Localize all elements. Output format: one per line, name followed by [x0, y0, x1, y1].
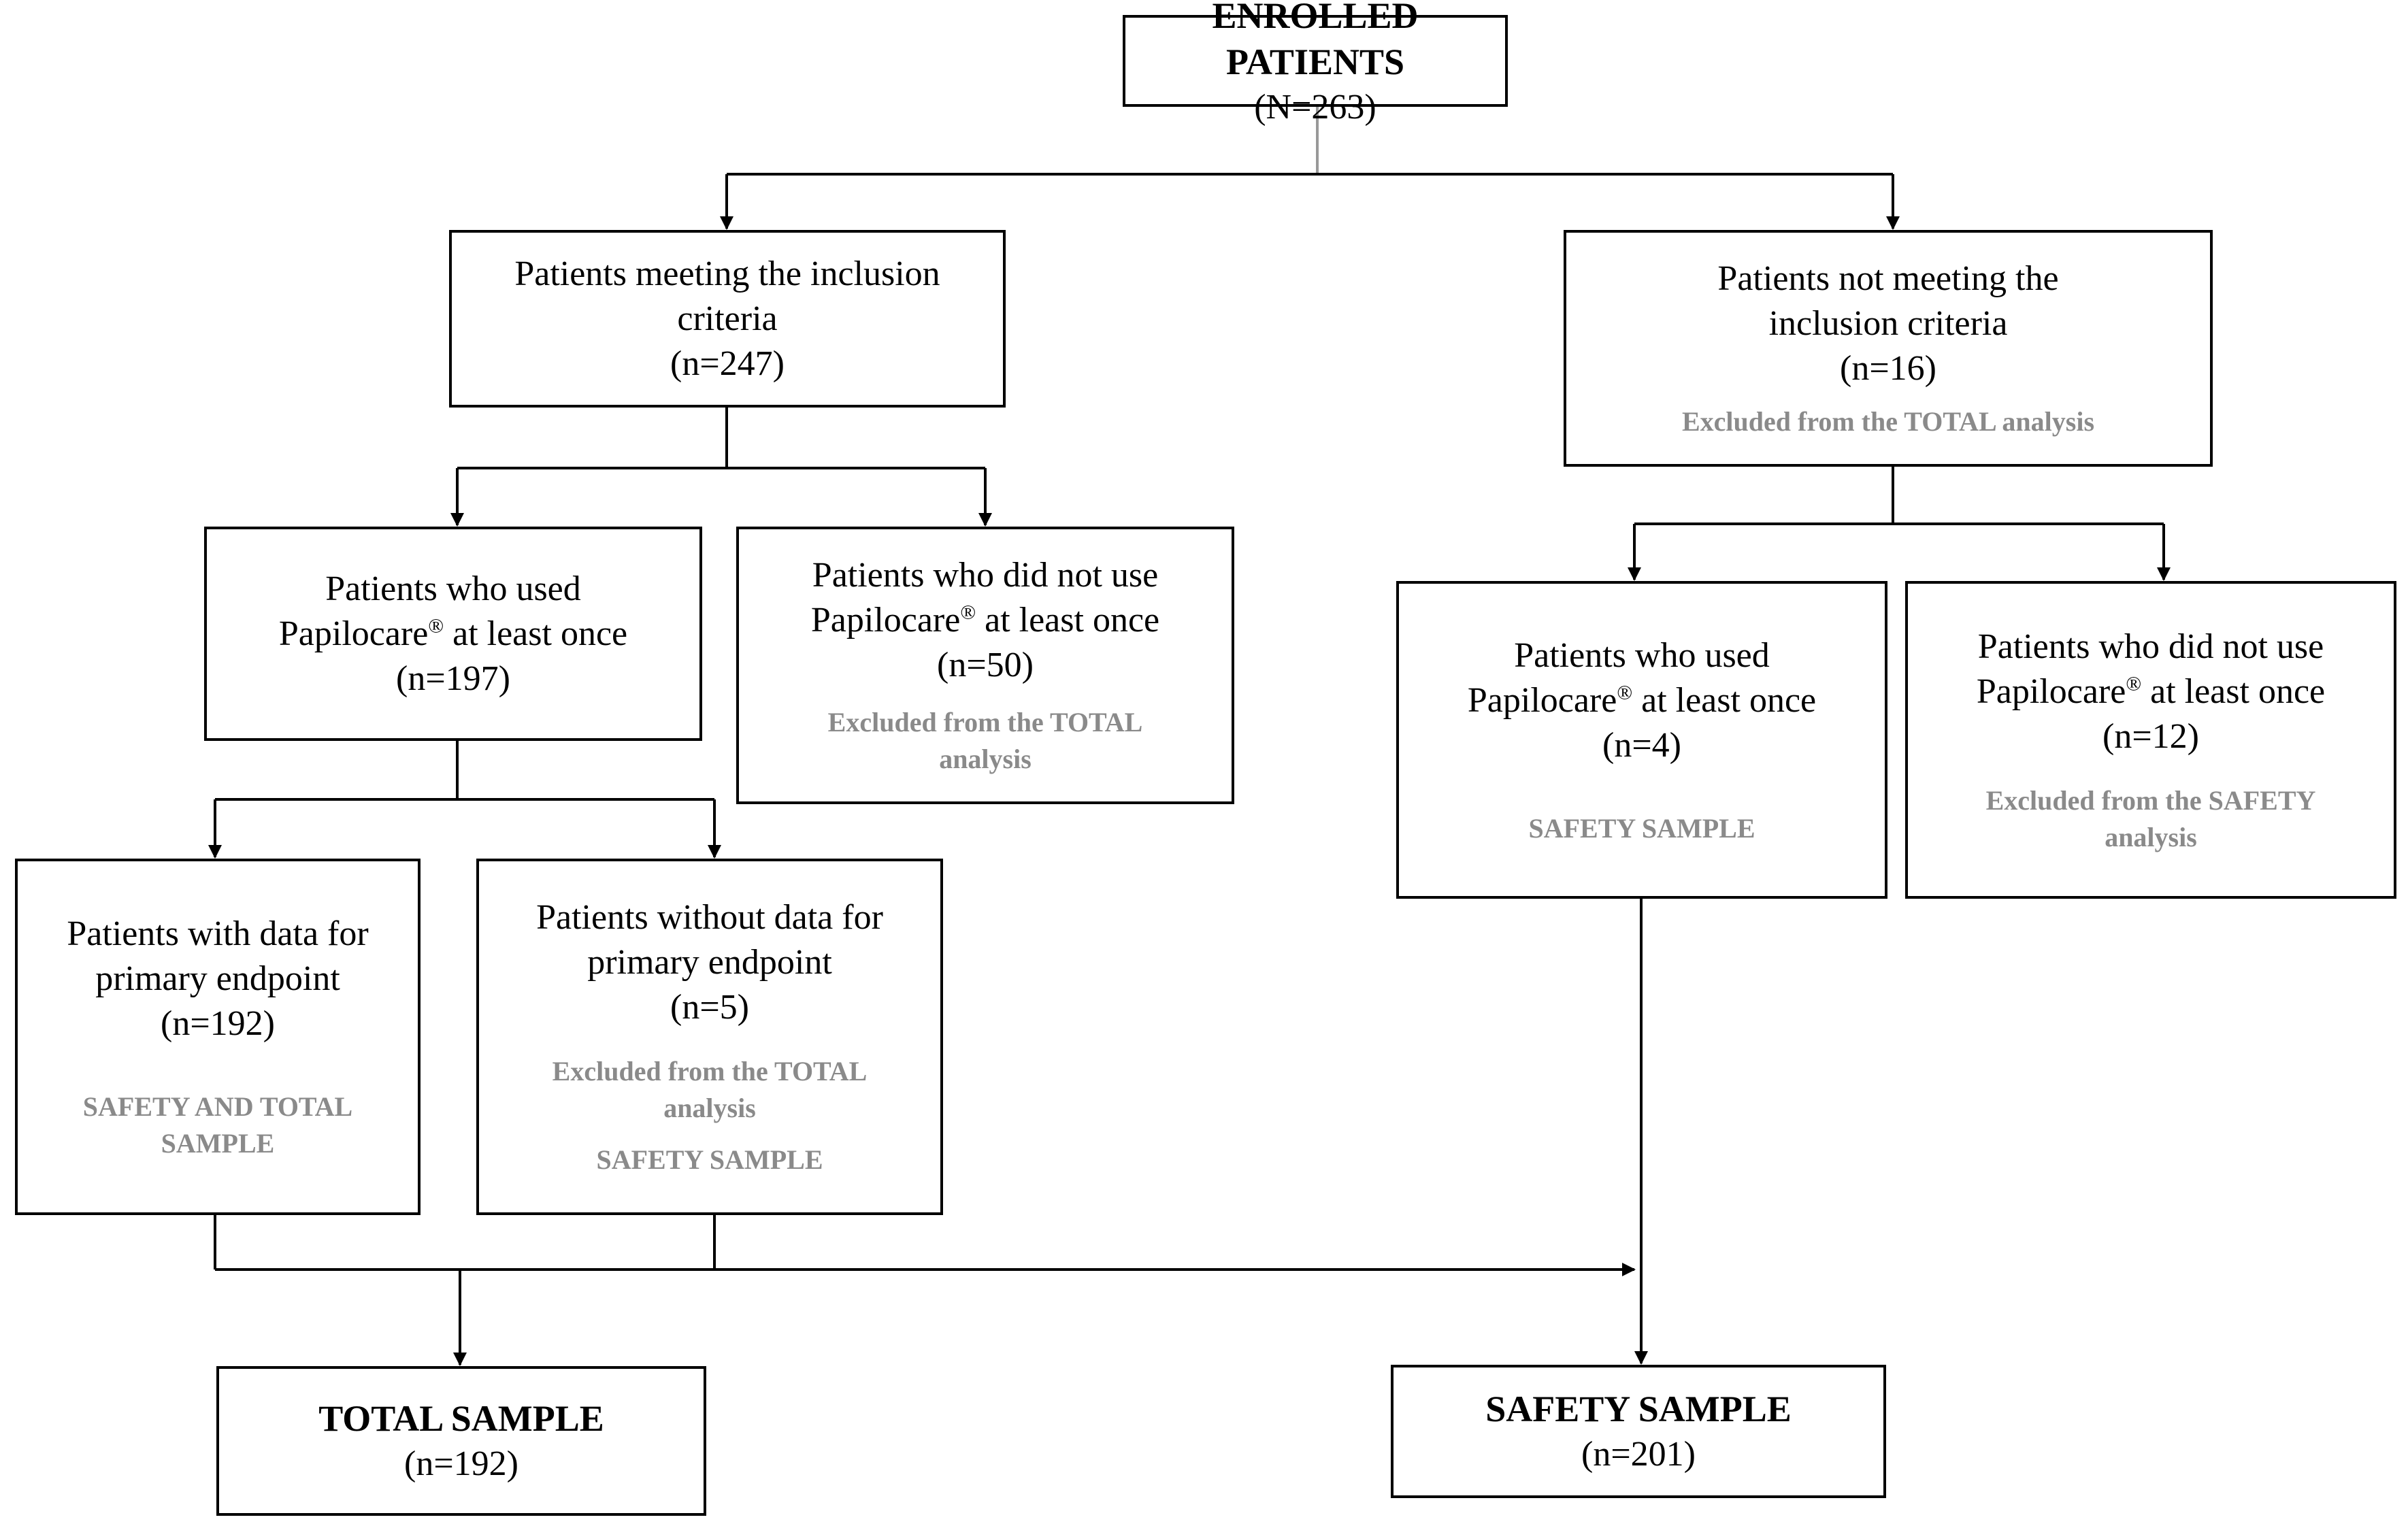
- enrolled-count: (N=263): [1254, 87, 1376, 127]
- with-data-note1: SAFETY AND TOTAL: [82, 1091, 353, 1122]
- used-papilocare-right-box: Patients who used Papilocare® at least o…: [1396, 581, 1887, 899]
- safety-title: SAFETY SAMPLE: [1485, 1389, 1792, 1429]
- not-meeting-count: (n=16): [1840, 349, 1936, 388]
- meeting-criteria-box: Patients meeting the inclusion criteria …: [449, 230, 1006, 408]
- used-right-brand: Papilocare: [1467, 680, 1617, 720]
- without-data-line1: Patients without data for: [536, 898, 883, 937]
- not-meeting-note: Excluded from the TOTAL analysis: [1681, 406, 2095, 437]
- without-data-box: Patients without data for primary endpoi…: [476, 859, 943, 1215]
- without-data-note3: SAFETY SAMPLE: [596, 1144, 823, 1175]
- with-data-box: Patients with data for primary endpoint …: [15, 859, 420, 1215]
- notused-left-count: (n=50): [937, 646, 1034, 684]
- notused-papilocare-right-box: Patients who did not use Papilocare® at …: [1905, 581, 2396, 899]
- used-right-note: SAFETY SAMPLE: [1528, 812, 1755, 844]
- total-sample-box: TOTAL SAMPLE (n=192): [216, 1366, 706, 1516]
- not-meeting-line1: Patients not meeting the: [1717, 259, 2059, 298]
- used-right-rest: at least once: [1632, 680, 1817, 720]
- notused-left-note2: analysis: [939, 744, 1032, 774]
- notused-right-rest: at least once: [2141, 671, 2326, 711]
- notused-left-reg: ®: [960, 601, 976, 624]
- without-data-count: (n=5): [670, 988, 749, 1027]
- notused-right-note1: Excluded from the SAFETY: [1985, 784, 2316, 816]
- used-left-brand: Papilocare: [278, 614, 429, 653]
- notused-right-line2: Papilocare® at least once: [1977, 669, 2325, 714]
- not-meeting-line2: inclusion criteria: [1768, 304, 2008, 343]
- notused-right-note2: analysis: [2105, 821, 2197, 852]
- used-left-line1: Patients who used: [325, 569, 581, 608]
- with-data-line1: Patients with data for: [67, 914, 369, 953]
- notused-left-line2: Papilocare® at least once: [811, 598, 1159, 643]
- total-count: (n=192): [404, 1444, 518, 1483]
- safety-count: (n=201): [1581, 1435, 1696, 1474]
- without-data-line2: primary endpoint: [587, 943, 832, 982]
- meeting-line1: Patients meeting the inclusion: [514, 254, 940, 293]
- used-right-line1: Patients who used: [1514, 635, 1770, 675]
- not-meeting-criteria-box: Patients not meeting the inclusion crite…: [1564, 230, 2213, 467]
- notused-right-count: (n=12): [2102, 716, 2199, 756]
- used-left-line2: Papilocare® at least once: [279, 612, 627, 657]
- enrolled-title: ENROLLED PATIENTS: [1212, 0, 1419, 82]
- notused-right-reg: ®: [2126, 672, 2142, 695]
- used-left-count: (n=197): [396, 659, 510, 698]
- meeting-line2: criteria: [677, 299, 778, 338]
- notused-left-line1: Patients who did not use: [812, 556, 1159, 595]
- with-data-line2: primary endpoint: [95, 959, 340, 998]
- safety-sample-box: SAFETY SAMPLE (n=201): [1391, 1365, 1886, 1498]
- meeting-count: (n=247): [670, 344, 785, 383]
- notused-right-line1: Patients who did not use: [1977, 627, 2324, 666]
- with-data-count: (n=192): [161, 1004, 275, 1043]
- notused-left-note1: Excluded from the TOTAL: [827, 707, 1143, 737]
- with-data-note2: SAMPLE: [161, 1128, 275, 1159]
- used-left-rest: at least once: [444, 614, 628, 653]
- used-left-reg: ®: [428, 614, 444, 637]
- notused-right-brand: Papilocare: [1976, 671, 2126, 711]
- used-papilocare-left-box: Patients who used Papilocare® at least o…: [204, 527, 702, 741]
- notused-left-rest: at least once: [976, 601, 1160, 640]
- notused-left-brand: Papilocare: [810, 601, 961, 640]
- used-right-reg: ®: [1617, 681, 1633, 704]
- total-title: TOTAL SAMPLE: [318, 1398, 604, 1439]
- used-right-count: (n=4): [1602, 725, 1681, 765]
- enrolled-box: ENROLLED PATIENTS (N=263): [1123, 0, 1508, 127]
- notused-papilocare-left-box: Patients who did not use Papilocare® at …: [736, 527, 1234, 804]
- used-right-line2: Papilocare® at least once: [1468, 678, 1816, 723]
- without-data-note2: analysis: [663, 1093, 756, 1123]
- without-data-note1: Excluded from the TOTAL: [552, 1056, 868, 1087]
